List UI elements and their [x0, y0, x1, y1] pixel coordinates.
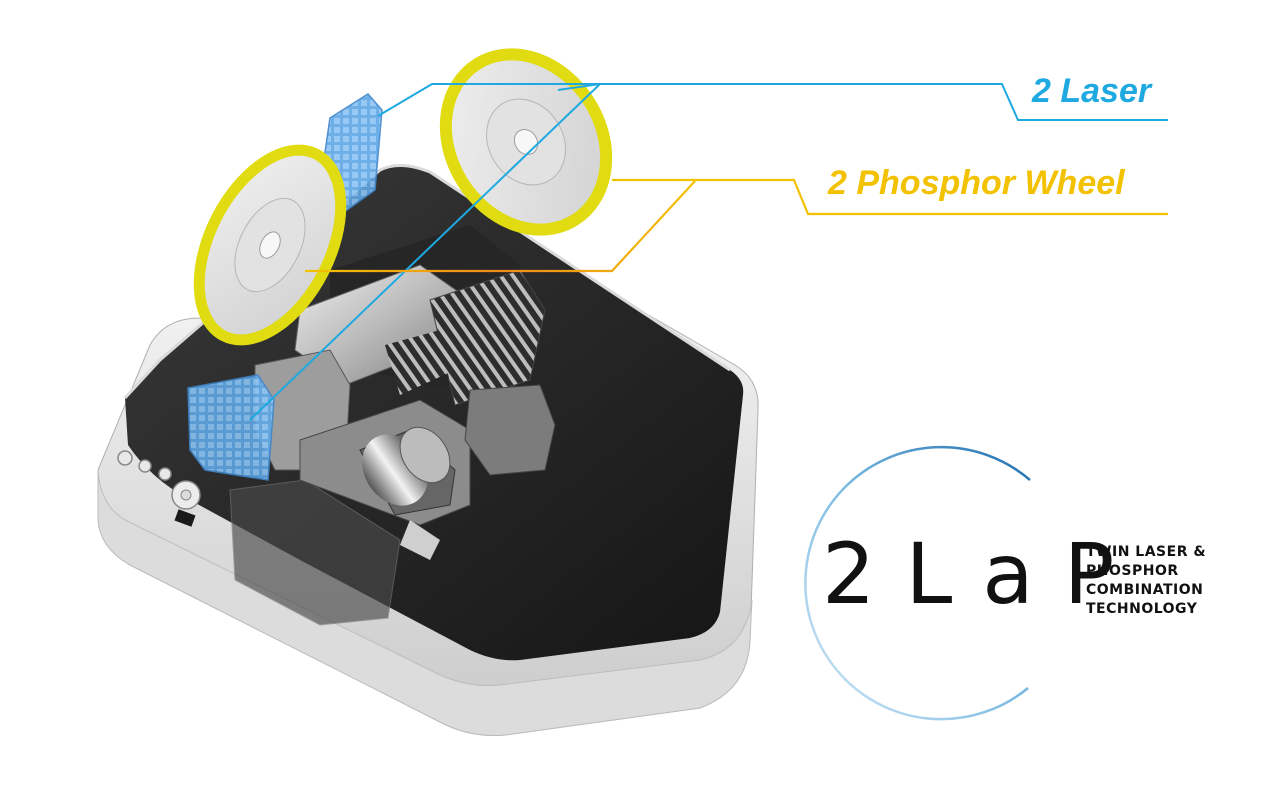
phosphor-wheel-left — [193, 144, 347, 346]
tagline-line: COMBINATION — [1086, 582, 1204, 598]
logo-ring — [804, 445, 1031, 721]
laser-leader-lines — [249, 83, 1168, 421]
control-panel — [117, 450, 201, 527]
callout-phosphor-wheel: 2 Phosphor Wheel — [828, 164, 1125, 202]
phosphor-leader-lines — [305, 178, 1168, 273]
tagline-line: TECHNOLOGY — [1086, 601, 1198, 617]
tagline-line: TWIN LASER & — [1086, 544, 1207, 560]
callout-laser: 2 Laser — [1032, 72, 1152, 110]
tagline-line: PHOSPHOR — [1086, 563, 1179, 579]
laser-module-lower — [187, 374, 275, 481]
logo-tagline: TWIN LASER & PHOSPHOR COMBINATION TECHNO… — [1086, 543, 1226, 619]
logo-wordmark: 2LaP — [822, 525, 1145, 623]
light-engine — [254, 225, 556, 560]
